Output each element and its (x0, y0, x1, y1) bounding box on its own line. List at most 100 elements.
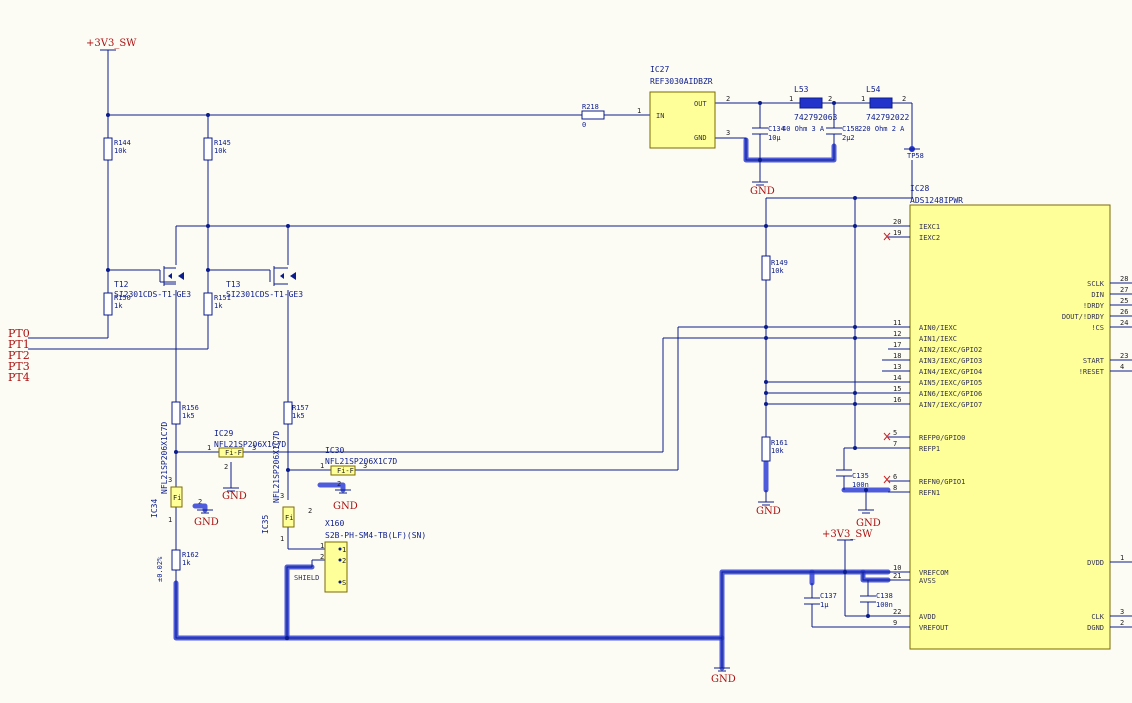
adc-left-pins: 20IEXC119IEXC211AIN0/IEXC12AIN1/IEXC17AI… (888, 218, 982, 632)
resistor-r162[interactable]: R162 1k ±0.02% (156, 549, 199, 582)
adc-pin-name: AIN1/IEXC (919, 335, 957, 343)
adc-pin-number: 20 (893, 218, 901, 226)
svg-text:3: 3 (363, 462, 367, 470)
svg-text:3: 3 (726, 129, 730, 137)
gnd-label-refn: GND (856, 518, 881, 529)
svg-text:2: 2 (320, 553, 324, 561)
t13-part: SI2301CDS-T1-GE3 (226, 290, 303, 299)
t13-designator: T13 (226, 280, 241, 289)
gnd-label-ic30: GND (333, 501, 358, 512)
net-label-pt3: PT3 (8, 360, 30, 373)
adc-pin-number: 2 (1120, 619, 1124, 627)
power-label-3v3-top: +3V3_SW (86, 38, 137, 49)
ic35-designator: IC35 (261, 515, 270, 534)
resistor-r149[interactable]: R149 10k (761, 255, 788, 281)
resistor-r157[interactable]: R157 1k5 (283, 401, 309, 425)
adc-pin-number: 25 (1120, 297, 1128, 305)
adc-pin-name: AVDD (919, 613, 936, 621)
svg-text:1: 1 (637, 107, 641, 115)
capacitor-c134[interactable]: C134 10µ (752, 125, 785, 142)
capacitor-c137[interactable]: C137 1µ (804, 592, 837, 609)
c138-value: 100n (876, 601, 893, 609)
adc-pin-number: 18 (893, 352, 901, 360)
gnd-symbol-ic29: GND (222, 487, 247, 502)
power-label-3v3-bottom: +3V3_SW (822, 529, 873, 540)
svg-text:2: 2 (224, 463, 228, 471)
capacitor-c138[interactable]: C138 100n (860, 592, 893, 609)
adc-pin-number: 4 (1120, 363, 1124, 371)
ic28-adc[interactable]: IC28 ADS1248IPWR 20IEXC119IEXC211AIN0/IE… (888, 184, 1132, 650)
c134-value: 10µ (768, 134, 781, 142)
l53-designator: L53 (794, 85, 809, 94)
adc-pin-number: 10 (893, 564, 901, 572)
net-label-pt4: PT4 (8, 371, 30, 384)
r149-designator: R149 (771, 259, 788, 267)
adc-pin-number: 15 (893, 385, 901, 393)
adc-pin-number: 28 (1120, 275, 1128, 283)
svg-text:3: 3 (280, 492, 284, 500)
r218-value: 0 (582, 121, 586, 129)
svg-text:1: 1 (861, 95, 865, 103)
c135-value: 100n (852, 481, 869, 489)
ic27-reference[interactable]: IC27 REF3030AIDBZR IN OUT GND 123 (637, 65, 730, 149)
resistor-r144[interactable]: R144 10k (103, 137, 131, 161)
gnd-symbol-r161: GND (756, 490, 781, 517)
ic27-pin-out: OUT (694, 100, 707, 108)
resistor-r156[interactable]: R156 1k5 (171, 401, 199, 425)
ic34-designator: IC34 (150, 499, 159, 518)
capacitor-c158[interactable]: C158 2µ2 (826, 125, 859, 142)
adc-pin-name: AIN3/IEXC/GPIO3 (919, 357, 982, 365)
r151-value: 1k (214, 302, 223, 310)
gnd-bus (173, 137, 891, 671)
svg-text:3: 3 (168, 476, 172, 484)
adc-pin-number: 13 (893, 363, 901, 371)
filter-ic34[interactable]: Fi IC34 NFL21SP206X1C7D 321 (150, 422, 202, 524)
resistor-r161[interactable]: R161 10k (761, 436, 788, 462)
adc-pin-name: VREFOUT (919, 624, 949, 632)
ic28-designator: IC28 (910, 184, 929, 193)
svg-text:1: 1 (207, 444, 211, 452)
r151-designator: R151 (214, 294, 231, 302)
adc-pin-number: 27 (1120, 286, 1128, 294)
r162-designator: R162 (182, 551, 199, 559)
resistor-r145[interactable]: R145 10k (203, 137, 231, 161)
ic27-part: REF3030AIDBZR (650, 77, 713, 86)
svg-text:2: 2 (726, 95, 730, 103)
l53-part: 742792063 (794, 113, 838, 122)
junctions (106, 101, 870, 640)
ic27-designator: IC27 (650, 65, 669, 74)
mosfet-t12[interactable]: T12 SI2301CDS-T1-GE3 (114, 266, 191, 299)
resistor-r151[interactable]: R151 1k (203, 292, 231, 316)
adc-right-pins: 28SCLK27DIN25!DRDY26DOUT/!DRDY24!CS23STA… (1062, 275, 1132, 632)
svg-text:1: 1 (168, 516, 172, 524)
resistor-r218[interactable]: R218 0 (581, 103, 605, 129)
adc-pin-name: DOUT/!DRDY (1062, 313, 1105, 321)
adc-pin-number: 19 (893, 229, 901, 237)
connector-x160[interactable]: X160 S2B-PH-SM4-TB(LF)(SN) 12S 12 SHIELD (294, 519, 426, 593)
l54-designator: L54 (866, 85, 881, 94)
mosfet-t13[interactable]: T13 SI2301CDS-T1-GE3 (226, 266, 303, 299)
gnd-symbol-ic27: GND (750, 181, 775, 197)
filter-ic35[interactable]: Fi IC35 NFL21SP206X1C7D 321 (261, 431, 312, 543)
adc-pin-name: DIN (1091, 291, 1104, 299)
resistor-r150[interactable]: R150 1k (103, 292, 131, 316)
gnd-symbol-ic30: GND (333, 489, 358, 512)
gnd-label-r161: GND (756, 506, 781, 517)
r157-value: 1k5 (292, 412, 305, 420)
adc-pin-number: 26 (1120, 308, 1128, 316)
adc-pin-name: AIN2/IEXC/GPIO2 (919, 346, 982, 354)
testpoint-tp58[interactable]: TP58 (904, 146, 924, 160)
adc-pin-name: REFP0/GPIO0 (919, 434, 965, 442)
gnd-symbol-refn: GND (856, 509, 881, 529)
adc-pin-name: CLK (1091, 613, 1104, 621)
capacitor-c135[interactable]: C135 100n (836, 469, 869, 489)
adc-pin-name: IEXC1 (919, 223, 940, 231)
adc-pin-number: 14 (893, 374, 901, 382)
adc-pin-number: 5 (893, 429, 897, 437)
r150-value: 1k (114, 302, 123, 310)
gnd-label-ic29: GND (222, 491, 247, 502)
